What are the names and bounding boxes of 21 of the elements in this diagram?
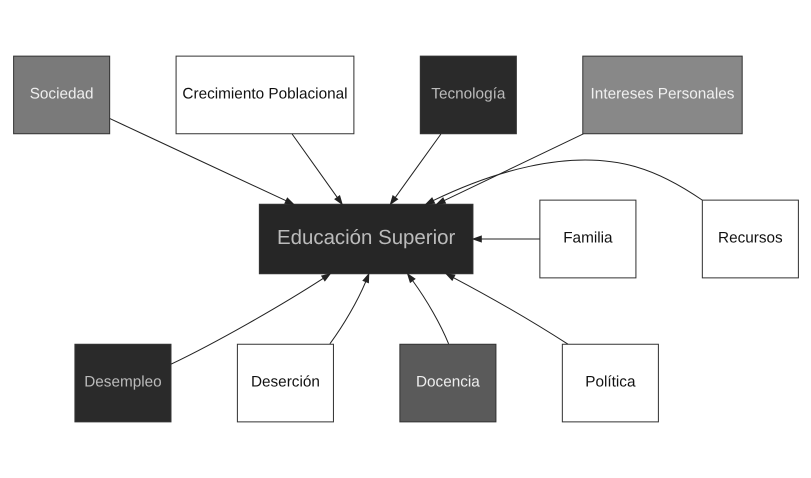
node-box: Sociedad: [12, 56, 110, 134]
arrow: [406, 272, 449, 344]
node-box: Tecnología: [419, 56, 516, 134]
node-box: Intereses Personales: [582, 56, 742, 134]
arrow: [444, 273, 568, 345]
node-box: Educación Superior: [258, 204, 473, 274]
node-box: Familia: [538, 200, 636, 278]
node-box: Deserción: [236, 344, 334, 422]
node-box: Recursos: [701, 200, 798, 278]
node-box: Crecimiento Poblacional: [175, 56, 354, 134]
arrow: [109, 118, 294, 205]
arrow: [424, 160, 702, 205]
arrow: [328, 272, 369, 344]
arrow: [389, 134, 441, 206]
node-box: Desempleo: [74, 344, 171, 422]
arrow: [291, 134, 342, 206]
arrow: [170, 273, 331, 365]
arrow: [471, 235, 539, 243]
node-box: Política: [561, 344, 658, 422]
node-box: Docencia: [398, 344, 496, 422]
arrow: [434, 133, 584, 205]
